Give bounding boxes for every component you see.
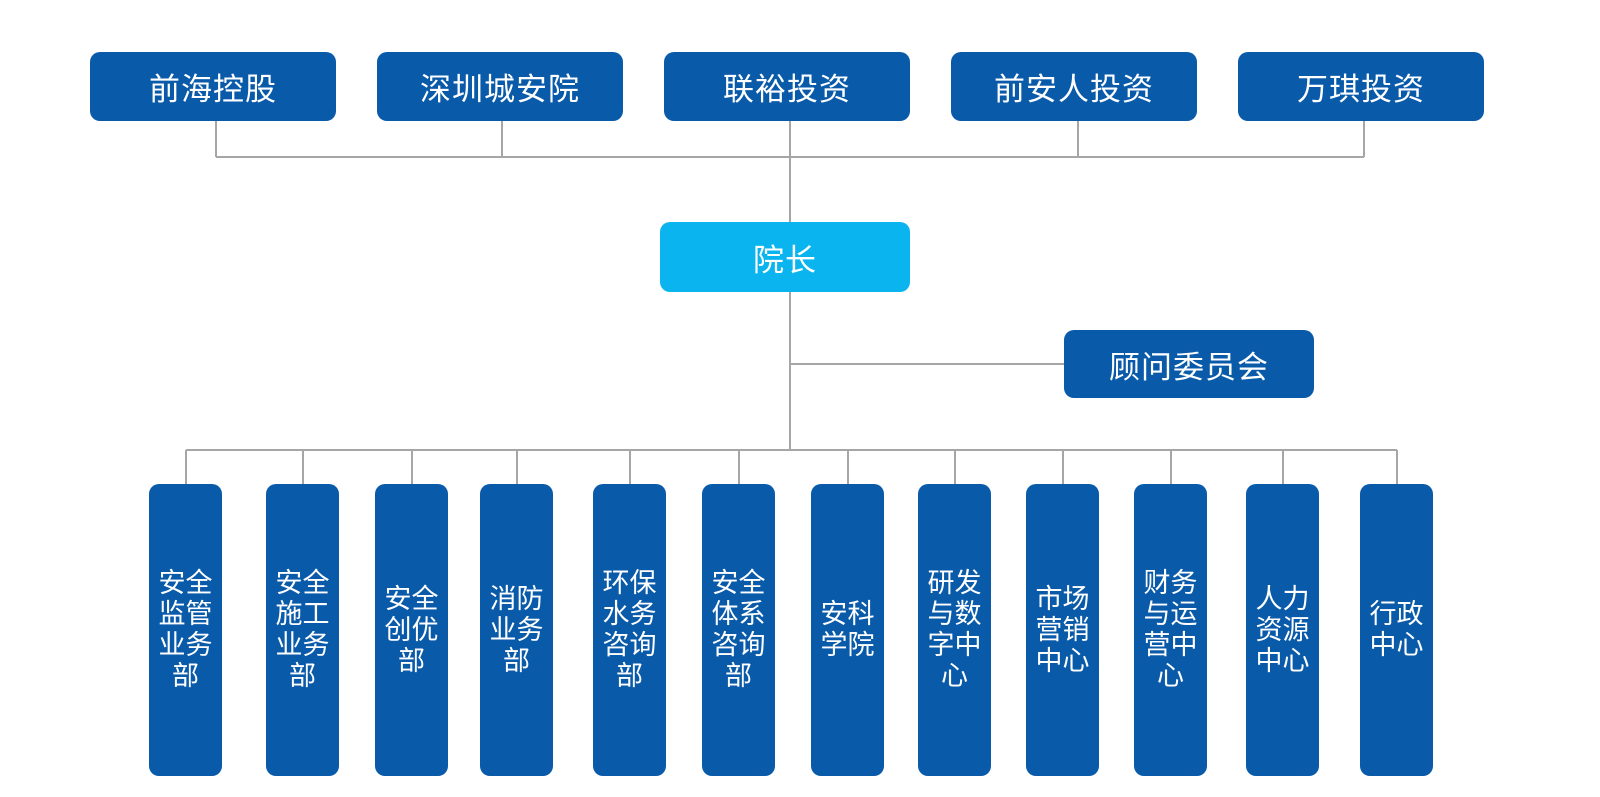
department-label: 市场营销中心 [1035,583,1090,677]
advisory-committee-box: 顾问委员会 [1064,330,1314,398]
shareholder-label: 前安人投资 [994,72,1154,108]
department-label: 行政中心 [1369,599,1424,661]
president-label: 院长 [753,242,817,279]
advisory-committee-label: 顾问委员会 [1109,349,1269,386]
department-box-10: 人力资源中心 [1246,484,1319,776]
department-label: 消防业务部 [489,583,544,677]
department-box-3: 消防业务部 [480,484,553,776]
shareholder-label: 万琪投资 [1297,72,1425,108]
shareholder-box-0: 前海控股 [90,52,336,121]
department-box-9: 财务与运营中心 [1134,484,1207,776]
department-box-5: 安全体系咨询部 [702,484,775,776]
department-box-11: 行政中心 [1360,484,1433,776]
department-label: 人力资源中心 [1255,583,1310,677]
department-box-6: 安科学院 [811,484,884,776]
shareholder-box-2: 联裕投资 [664,52,910,121]
department-box-0: 安全监管业务部 [149,484,222,776]
department-box-2: 安全创优部 [375,484,448,776]
shareholder-box-3: 前安人投资 [951,52,1197,121]
department-label: 财务与运营中心 [1143,568,1198,692]
department-box-8: 市场营销中心 [1026,484,1099,776]
department-box-1: 安全施工业务部 [266,484,339,776]
department-box-7: 研发与数字中心 [918,484,991,776]
department-box-4: 环保水务咨询部 [593,484,666,776]
department-label: 安全施工业务部 [275,568,330,692]
department-label: 安全监管业务部 [158,568,213,692]
shareholder-label: 深圳城安院 [420,72,580,108]
department-label: 安全体系咨询部 [711,568,766,692]
department-label: 环保水务咨询部 [602,568,657,692]
shareholder-box-4: 万琪投资 [1238,52,1484,121]
department-label: 研发与数字中心 [927,568,982,692]
president-box: 院长 [660,222,910,292]
shareholder-label: 联裕投资 [723,72,851,108]
department-label: 安科学院 [820,599,875,661]
shareholder-box-1: 深圳城安院 [377,52,623,121]
shareholder-label: 前海控股 [149,72,277,108]
department-label: 安全创优部 [384,583,439,677]
